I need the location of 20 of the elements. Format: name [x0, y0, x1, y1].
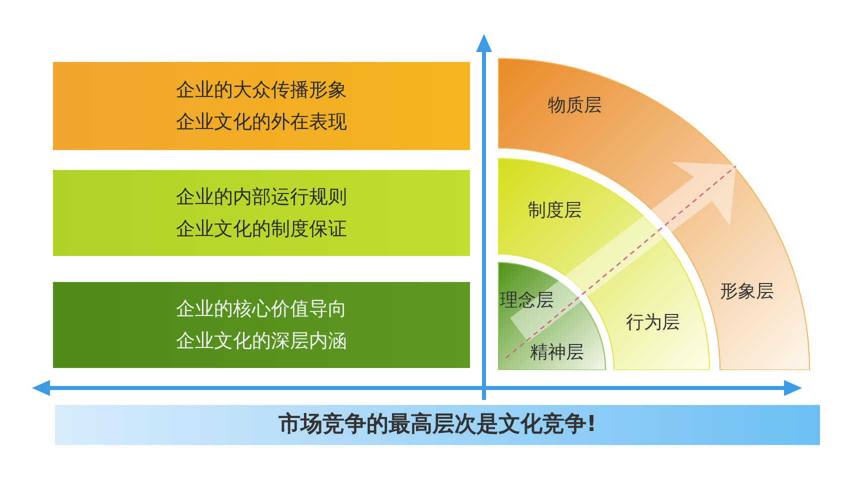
band-text: 企业文化的外在表现	[176, 110, 347, 134]
slogan-banner	[55, 405, 820, 445]
band-text: 企业的大众传播形象	[176, 78, 347, 102]
ring-sector	[498, 58, 810, 370]
layer-label: 行为层	[626, 312, 680, 334]
layer-label: 理念层	[500, 290, 554, 312]
layer-label: 物质层	[548, 95, 602, 117]
layer-label: 形象层	[720, 281, 774, 303]
band-text: 企业文化的制度保证	[176, 217, 347, 241]
layer-label: 制度层	[528, 200, 582, 222]
ring-sector	[498, 262, 606, 370]
ring-sector	[498, 158, 710, 370]
band-text: 企业文化的深层内涵	[176, 329, 347, 353]
band-text: 企业的内部运行规则	[176, 185, 347, 209]
layer-band	[53, 282, 470, 368]
slogan-text: 市场竞争的最高层次是文化竞争!	[278, 413, 597, 437]
layer-band	[53, 62, 470, 150]
band-text: 企业的核心价值导向	[176, 297, 347, 321]
layer-label: 精神层	[530, 342, 584, 364]
layer-band	[53, 170, 470, 256]
